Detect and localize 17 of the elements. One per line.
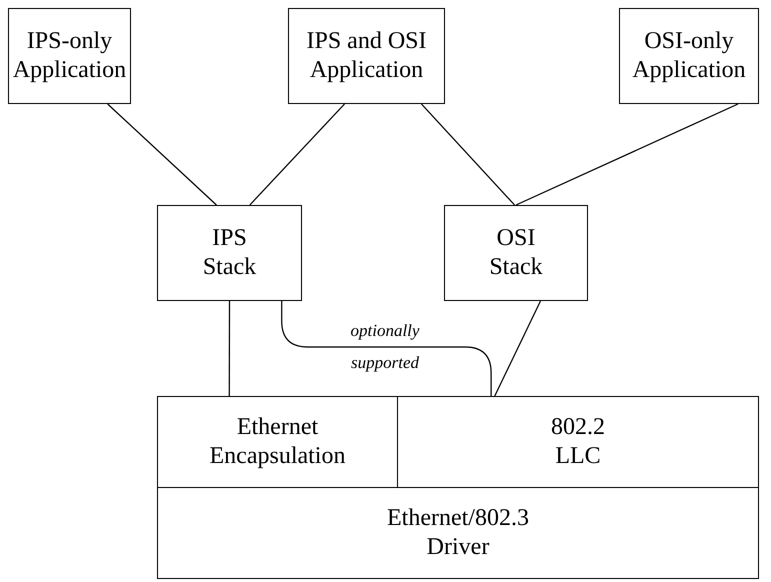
layer-box (157, 396, 398, 488)
layer-box (288, 8, 445, 104)
node-label: OSI-only Application (631, 27, 747, 85)
node-label: IPS-only Application (12, 27, 128, 85)
layer-box (619, 8, 759, 104)
node-label: 802.2 LLC (550, 413, 606, 471)
layer-box (444, 205, 588, 301)
layer-box (397, 396, 759, 488)
node-label: IPS and OSI Application (305, 27, 428, 85)
driver-box (157, 487, 759, 579)
node-label: Ethernet/802.3 Driver (386, 504, 530, 562)
edge-label: optionally supported (350, 320, 420, 374)
layer-box (157, 205, 302, 301)
node-label: OSI Stack (488, 224, 544, 282)
node-label: Ethernet Encapsulation (208, 413, 346, 471)
node-label: IPS Stack (202, 224, 258, 282)
layer-box (8, 8, 131, 104)
